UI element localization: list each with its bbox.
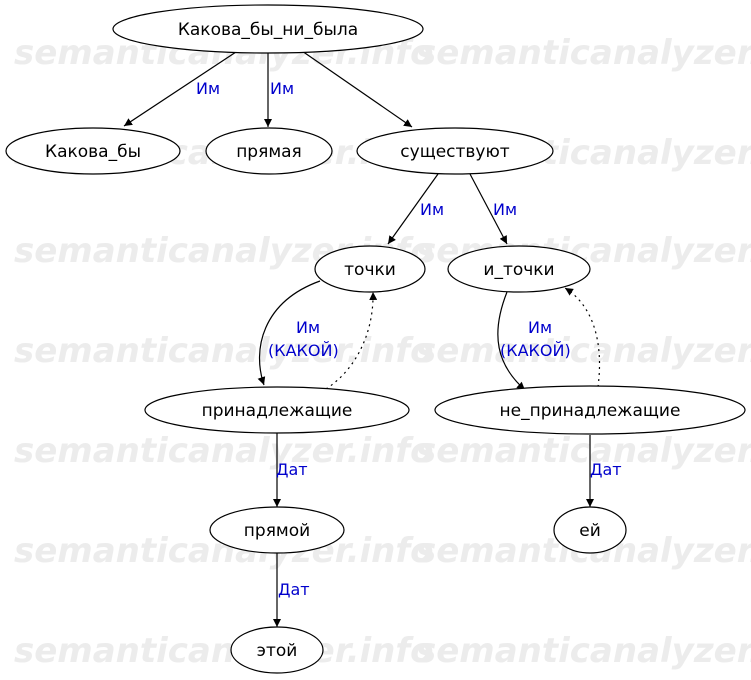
watermark-text: semanticanalyzer.info [14, 331, 434, 371]
node-label: ей [579, 521, 601, 541]
edge-label: Им [420, 200, 444, 219]
watermark-text: semanticanalyzer.info [416, 631, 751, 671]
node-shape [5, 127, 181, 175]
node-shape [434, 385, 746, 435]
edge-line [257, 280, 321, 386]
watermark-text: semanticanalyzer.info [416, 33, 751, 73]
node-label: существуют [400, 142, 510, 162]
edge-label: Им [196, 79, 220, 98]
node-tochki[interactable]: точки [314, 245, 426, 293]
edge-sushchestvuyut-i-tochki: Им [469, 173, 517, 245]
node-shape [553, 506, 627, 554]
node-label: прямая [236, 142, 302, 162]
edge-line [325, 291, 378, 390]
edge-label: Дат [278, 580, 310, 599]
node-kakova-by[interactable]: Какова_бы [5, 127, 181, 175]
edge-line [301, 50, 413, 128]
edge-sushchestvuyut-tochki: Им [387, 173, 444, 245]
watermark-text: semanticanalyzer.info [416, 331, 751, 371]
node-shape [447, 245, 591, 293]
node-etoy[interactable]: этой [230, 626, 324, 674]
edge-line [387, 173, 439, 245]
edge-root-sushchestvuyut [301, 50, 413, 128]
node-kakova-by-ni-byla[interactable]: Какова_бы_ни_была [112, 4, 424, 54]
edge-label: Дат [276, 460, 308, 479]
edge-line [123, 51, 237, 127]
node-label: прямой [244, 521, 310, 541]
edge-ne-prinadlezhashchie-ey: Дат [586, 435, 622, 507]
edge-label: Дат [590, 460, 622, 479]
node-pryamoy[interactable]: прямой [209, 506, 345, 554]
node-ne-prinadlezhashchie[interactable]: не_принадлежащие [434, 385, 746, 435]
edge-root-pryamaya: Им [264, 53, 294, 127]
node-shape [230, 626, 324, 674]
watermark-row-5: semanticanalyzer.info semanticanalyzer.i… [14, 431, 751, 471]
edge-label: Им [270, 79, 294, 98]
node-shape [112, 4, 424, 54]
node-label: точки [344, 260, 396, 280]
node-shape [205, 127, 333, 175]
node-shape [314, 245, 426, 293]
node-label: Какова_бы_ни_была [178, 20, 358, 40]
edge-label: Им [493, 200, 517, 219]
node-shape [209, 506, 345, 554]
node-pryamaya[interactable]: прямая [205, 127, 333, 175]
edge-i-tochki-ne-prinadlezhashchie: Им (КАКОЙ) [497, 291, 571, 391]
edge-label: Им [296, 318, 320, 337]
edge-prinadlezhashchie-pryamoy: Дат [273, 433, 308, 507]
node-shape [356, 127, 554, 175]
edge-line [564, 287, 601, 388]
node-shape [144, 386, 410, 434]
edge-line [469, 173, 508, 245]
edge-line [497, 291, 526, 391]
edge-prinadlezhashchie-tochki-dotted [325, 291, 378, 390]
edge-label: (КАКОЙ) [268, 341, 339, 360]
watermark-row-7: semanticanalyzer.info semanticanalyzer.i… [14, 631, 751, 671]
node-label: Какова_бы [45, 142, 141, 162]
node-label: принадлежащие [202, 401, 353, 421]
node-label: этой [257, 641, 298, 661]
edge-ne-prinadlezhashchie-i-tochki-dotted [564, 287, 601, 388]
node-label: не_принадлежащие [500, 401, 681, 421]
watermark-text: semanticanalyzer.info [14, 631, 434, 671]
watermark-text: semanticanalyzer.info [416, 431, 751, 471]
watermark-row-4: semanticanalyzer.info semanticanalyzer.i… [14, 331, 751, 371]
node-label: и_точки [483, 260, 554, 280]
watermark-text: semanticanalyzer.info [14, 431, 434, 471]
edge-label: (КАКОЙ) [500, 341, 571, 360]
edge-pryamoy-etoy: Дат [273, 553, 310, 627]
edge-label: Им [528, 318, 552, 337]
edge-root-kakova-by: Им [123, 51, 237, 127]
edge-tochki-prinadlezhashchie: Им (КАКОЙ) [257, 280, 339, 386]
node-i-tochki[interactable]: и_точки [447, 245, 591, 293]
node-sushchestvuyut[interactable]: существуют [356, 127, 554, 175]
node-prinadlezhashchie[interactable]: принадлежащие [144, 386, 410, 434]
node-ey[interactable]: ей [553, 506, 627, 554]
